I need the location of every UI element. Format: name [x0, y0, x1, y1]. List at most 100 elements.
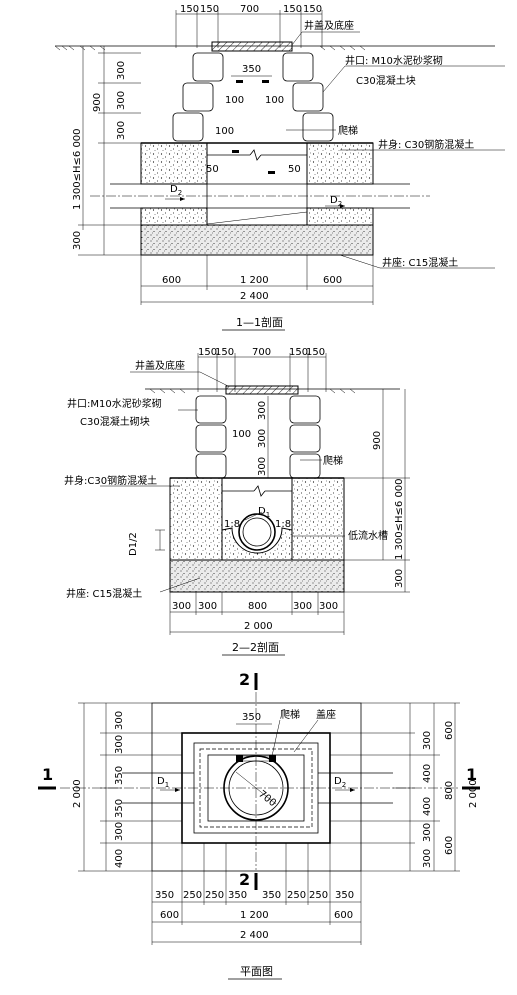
- s2-dim-h: 1 300≤H≤6 000: [394, 478, 405, 560]
- plan-right-dim-inner-3: 400: [422, 797, 433, 816]
- s1-pipe-d2-right: D2: [330, 195, 342, 208]
- plan-cover-label: 盖座: [316, 708, 336, 721]
- s1-bottom-dim-1: 600: [162, 275, 181, 286]
- s1-neck-left: [172, 52, 224, 142]
- plan-left-total: 2 000: [72, 779, 83, 808]
- s1-manhole-cover: [211, 41, 293, 52]
- s1-dim-100a: 100: [225, 95, 244, 106]
- s2-dim-d1-half: D1/2: [128, 532, 139, 556]
- s2-pipe-d1: D1: [258, 506, 270, 519]
- s2-pipe-circle: [238, 513, 276, 551]
- s1-bottom-dim-3: 600: [323, 275, 342, 286]
- s1-cover-label: 井盖及底座: [304, 19, 354, 32]
- plan-section-mark-1-left: 1: [42, 765, 53, 784]
- plan-bottom-fine-6: 250: [287, 890, 306, 901]
- s2-dim-100: 100: [232, 429, 251, 440]
- plan-left-dim-2: 300: [114, 735, 125, 754]
- s1-neck-label-2: C30混凝土块: [356, 74, 416, 87]
- section-2-2: 150 150 700 150 150 井盖及底座 井口:M10水泥砂浆砌 C3…: [64, 347, 410, 656]
- s1-dim-350: 350: [242, 64, 261, 75]
- s2-body-left: [169, 477, 223, 561]
- s2-base-slab: [169, 559, 345, 593]
- s2-body-right: [291, 477, 345, 561]
- plan-right-dim-mid-2: 800: [444, 781, 455, 800]
- s2-ladder-label: 爬梯: [323, 454, 343, 467]
- section-1-1: 150 150 700 150 150 井盖及底座 井口: M10水泥砂浆砌 C…: [54, 4, 505, 331]
- s1-neck-right: [282, 52, 334, 142]
- plan-left-dim-5: 300: [114, 822, 125, 841]
- s2-cover-label: 井盖及底座: [135, 359, 185, 372]
- s1-dim-300-bottom: 300: [72, 231, 83, 250]
- plan-left-dim-3: 350: [114, 766, 125, 785]
- s2-top-dim-5: 150: [306, 347, 325, 358]
- s2-bottom-dim-3: 800: [248, 601, 267, 612]
- plan-section-mark-2-top: 2: [239, 670, 250, 689]
- s1-left-dim-2: 300: [116, 91, 127, 110]
- s1-pipe-d2-left: D2: [170, 184, 182, 197]
- s1-dim-h: 1 300≤H≤6 000: [72, 128, 83, 210]
- s1-dim-900: 900: [92, 93, 103, 112]
- plan-pipe-right: [318, 772, 393, 804]
- plan-pipe-d1: D1: [157, 776, 169, 789]
- plan-right-dim-mid-3: 600: [444, 836, 455, 855]
- s1-body-label: 井身: C30钢筋混凝土: [378, 138, 474, 151]
- plan-ladder-label: 爬梯: [280, 708, 300, 721]
- s1-total-dim: 2 400: [240, 291, 269, 302]
- s2-neck-label-1: 井口:M10水泥砂浆砌: [67, 397, 162, 410]
- s2-title: 2—2剖面: [232, 640, 279, 654]
- s2-manhole-cover: [225, 385, 299, 395]
- plan-body-inner: [193, 742, 319, 834]
- s1-top-dim-4: 150: [283, 4, 302, 15]
- s1-dim-100b: 100: [265, 95, 284, 106]
- plan-bottom-fine-3: 250: [205, 890, 224, 901]
- s2-neck-right: [289, 395, 321, 479]
- s1-dim-100c: 100: [215, 126, 234, 137]
- s2-neck-left: [195, 395, 227, 479]
- plan-right-extra: 300: [422, 849, 433, 868]
- plan-right-dim-inner-2: 400: [422, 764, 433, 783]
- plan-total-dim: 2 400: [240, 930, 269, 941]
- plan-left-dim-4: 350: [114, 799, 125, 818]
- s1-left-dim-1: 300: [116, 61, 127, 80]
- plan-dim-700: 700: [256, 789, 278, 809]
- s2-top-dim-2: 150: [215, 347, 234, 358]
- s1-body-right: [306, 142, 374, 185]
- plan-dim-350: 350: [242, 712, 261, 723]
- s1-left-dim-3: 300: [116, 121, 127, 140]
- plan-right-dim-inner-1: 300: [422, 731, 433, 750]
- plan-view: 2 2 1 1 700: [38, 670, 480, 980]
- s2-body-label: 井身:C30钢筋混凝土: [64, 474, 157, 487]
- plan-bottom-fine-8: 350: [335, 890, 354, 901]
- plan-bottom-mid-1: 600: [160, 910, 179, 921]
- s2-channel-label: 低流水槽: [348, 529, 388, 542]
- s1-top-dim-2: 150: [200, 4, 219, 15]
- plan-bottom-fine-1: 350: [155, 890, 174, 901]
- plan-bottom-fine-5: 350: [262, 890, 281, 901]
- s2-dim-300-bottom: 300: [394, 569, 405, 588]
- s2-neck-label-2: C30混凝土砌块: [80, 415, 150, 428]
- s1-title: 1—1剖面: [236, 315, 283, 329]
- plan-base-outline: [151, 702, 362, 872]
- s1-ladder-label: 爬梯: [338, 124, 358, 137]
- plan-pipe-d2: D2: [334, 776, 346, 789]
- plan-bottom-mid-2: 1 200: [240, 910, 269, 921]
- plan-title: 平面图: [240, 965, 273, 978]
- s2-slope-right: 1:8: [275, 519, 291, 530]
- plan-bottom-fine-7: 250: [309, 890, 328, 901]
- s2-bottom-dim-1: 300: [172, 601, 191, 612]
- s1-base-label: 井座: C15混凝土: [382, 256, 458, 269]
- s2-top-dim-3: 700: [252, 347, 271, 358]
- plan-right-dim-mid-1: 600: [444, 721, 455, 740]
- plan-right-dim-inner-4: 300: [422, 823, 433, 842]
- s1-base-slab: [140, 224, 374, 256]
- plan-bottom-mid-3: 600: [334, 910, 353, 921]
- s2-bottom-dim-4: 300: [293, 601, 312, 612]
- plan-section-mark-1-right: 1: [466, 765, 477, 784]
- s2-channel-fill: [221, 527, 293, 561]
- s2-bottom-dim-5: 300: [319, 601, 338, 612]
- plan-section-mark-2-bottom: 2: [239, 870, 250, 889]
- s2-bottom-dim-2: 300: [198, 601, 217, 612]
- s2-right-dim-1: 300: [257, 401, 268, 420]
- plan-bottom-fine-4: 350: [228, 890, 247, 901]
- s2-dim-900: 900: [372, 431, 383, 450]
